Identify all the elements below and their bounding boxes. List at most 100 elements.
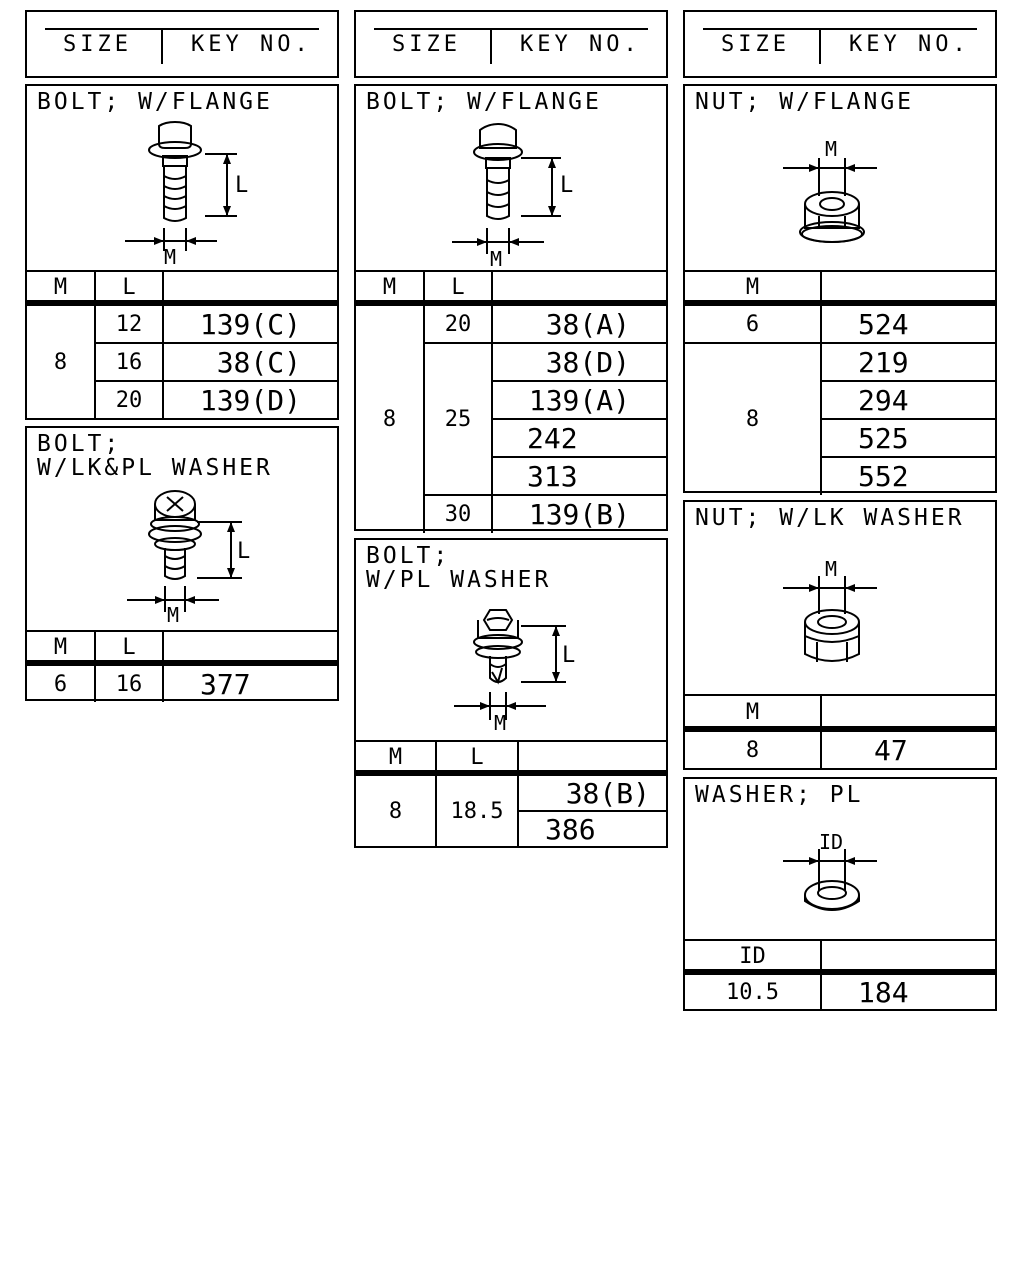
table-cell-m: 8: [685, 730, 822, 769]
header-size-key-col2: SIZE KEY NO.: [354, 10, 668, 78]
header-keyno-label: KEY NO.: [191, 32, 312, 57]
nut-flange-table: M: [685, 270, 995, 304]
panel-bolt-pl-washer: BOLT; W/PL WASHER L M M L: [354, 538, 668, 848]
dim-l-label: L: [235, 173, 248, 198]
bolt-flange-rows: 8 12 139(C) 16 38(C) 20 139(D): [27, 304, 337, 419]
panel-bolt-lk-pl-washer: BOLT; W/LK&PL WASHER L M M L: [25, 426, 339, 702]
table-cell-key: 139(D): [162, 380, 337, 419]
table-cell-m: 6: [685, 304, 822, 344]
table-cell-key: 525: [820, 418, 995, 458]
table-cell-m: 6: [27, 664, 96, 702]
dim-m-label: M: [825, 137, 837, 161]
col-l-header: L: [94, 630, 164, 664]
panel-nut-flange: NUT; W/FLANGE M M 6 524 8: [683, 84, 997, 495]
table-cell-id: 10.5: [685, 973, 822, 1010]
nut-flange-rows: 6 524 8 219 294 525 552: [685, 304, 995, 495]
col-l-header: L: [423, 270, 493, 304]
table-cell-key: 139(A): [491, 380, 666, 420]
washer-pl-icon: ID: [783, 830, 877, 911]
bolt-flange-2-table: M L: [356, 270, 666, 304]
panel-bolt-flange-2: BOLT; W/FLANGE L M M L: [354, 84, 668, 533]
table-cell-key: 219: [820, 342, 995, 382]
bolt-lk-pl-table: M L: [27, 630, 337, 664]
table-cell-key: 386: [517, 810, 666, 847]
table-cell-key: 552: [820, 456, 995, 495]
table-cell-key: 139(C): [162, 304, 337, 344]
bolt-lk-pl-washer-icon: L M: [127, 490, 250, 627]
header-keyno-label: KEY NO.: [520, 32, 641, 57]
washer-pl-table: ID: [685, 939, 995, 973]
header-keyno-label: KEY NO.: [849, 32, 970, 57]
nut-lk-washer-icon: M: [783, 557, 877, 662]
col-m-header: M: [356, 740, 437, 774]
col-m-header: M: [27, 630, 96, 664]
table-cell-key: 294: [820, 380, 995, 420]
bolt-pl-table: M L: [356, 740, 666, 774]
table-cell-key: 313: [491, 456, 666, 496]
panel-title: NUT; W/LK WASHER: [695, 505, 965, 531]
table-cell-key: 377: [162, 664, 337, 702]
header-size-label: SIZE: [63, 32, 132, 57]
panel-title: NUT; W/FLANGE: [695, 89, 915, 115]
panel-title: WASHER; PL: [695, 782, 864, 808]
table-cell-m: 8: [685, 342, 822, 495]
table-cell-l: 18.5: [435, 774, 519, 847]
bolt-flange-icon: L M: [125, 120, 248, 269]
table-cell-l: 20: [423, 304, 493, 344]
panel-title: BOLT; W/LK&PL WASHER: [37, 431, 273, 481]
table-cell-key: 139(B): [491, 494, 666, 533]
table-cell-l: 16: [94, 664, 164, 702]
bolt-flange-2-rows: 8 20 38(A) 25 38(D) 139(A) 242 313 30 13…: [356, 304, 666, 533]
col-m-header: M: [27, 270, 96, 304]
bolt-flange-icon: L M: [452, 122, 573, 271]
dim-m-label: M: [825, 557, 837, 581]
header-size-label: SIZE: [721, 32, 790, 57]
dim-id-label: ID: [819, 830, 843, 854]
header-size-key-col1: SIZE KEY NO.: [25, 10, 339, 78]
table-cell-key: 47: [820, 730, 995, 769]
washer-pl-rows: 10.5 184: [685, 973, 995, 1010]
bolt-flange-table: M L: [27, 270, 337, 304]
col-id-header: ID: [685, 939, 822, 973]
dim-m-label: M: [494, 711, 506, 735]
dim-l-label: L: [237, 539, 250, 564]
table-cell-l: 30: [423, 494, 493, 533]
dim-l-label: L: [562, 643, 575, 668]
header-size-label: SIZE: [392, 32, 461, 57]
header-size-key-col3: SIZE KEY NO.: [683, 10, 997, 78]
table-cell-m: 8: [356, 304, 425, 533]
col-m-header: M: [356, 270, 425, 304]
table-cell-key: 38(D): [491, 342, 666, 382]
panel-title: BOLT; W/PL WASHER: [366, 543, 552, 593]
table-cell-l: 16: [94, 342, 164, 382]
nut-lk-table: M: [685, 694, 995, 730]
dim-m-label: M: [164, 245, 176, 269]
panel-title: BOLT; W/FLANGE: [37, 89, 273, 115]
table-cell-key: 242: [491, 418, 666, 458]
col-l-header: L: [435, 740, 519, 774]
table-cell-l: 25: [423, 342, 493, 496]
panel-title: BOLT; W/FLANGE: [366, 89, 602, 115]
table-cell-key: 38(C): [162, 342, 337, 382]
col-m-header: M: [685, 270, 822, 304]
table-cell-key: 184: [820, 973, 995, 1010]
nut-lk-rows: 8 47: [685, 730, 995, 769]
panel-bolt-flange-1: BOLT; W/FLANGE L M M L: [25, 84, 339, 420]
bolt-pl-washer-icon: L M: [454, 609, 575, 735]
col-m-header: M: [685, 694, 822, 730]
panel-washer-pl: WASHER; PL ID ID 10.5 184: [683, 777, 997, 1011]
table-cell-l: 12: [94, 304, 164, 344]
table-cell-m: 8: [27, 304, 96, 419]
dim-l-label: L: [560, 173, 573, 198]
nut-flange-icon: M: [783, 137, 877, 243]
table-cell-key: 38(A): [491, 304, 666, 344]
table-cell-l: 20: [94, 380, 164, 419]
table-cell-m: 8: [356, 774, 437, 847]
table-cell-key: 524: [820, 304, 995, 344]
bolt-lk-pl-rows: 6 16 377: [27, 664, 337, 702]
bolt-pl-rows: 8 18.5 38(B) 386: [356, 774, 666, 847]
dim-m-label: M: [167, 603, 179, 627]
dim-m-label: M: [490, 247, 502, 271]
table-cell-key: 38(B): [517, 774, 666, 812]
panel-nut-lk-washer: NUT; W/LK WASHER M M 8 47: [683, 500, 997, 770]
